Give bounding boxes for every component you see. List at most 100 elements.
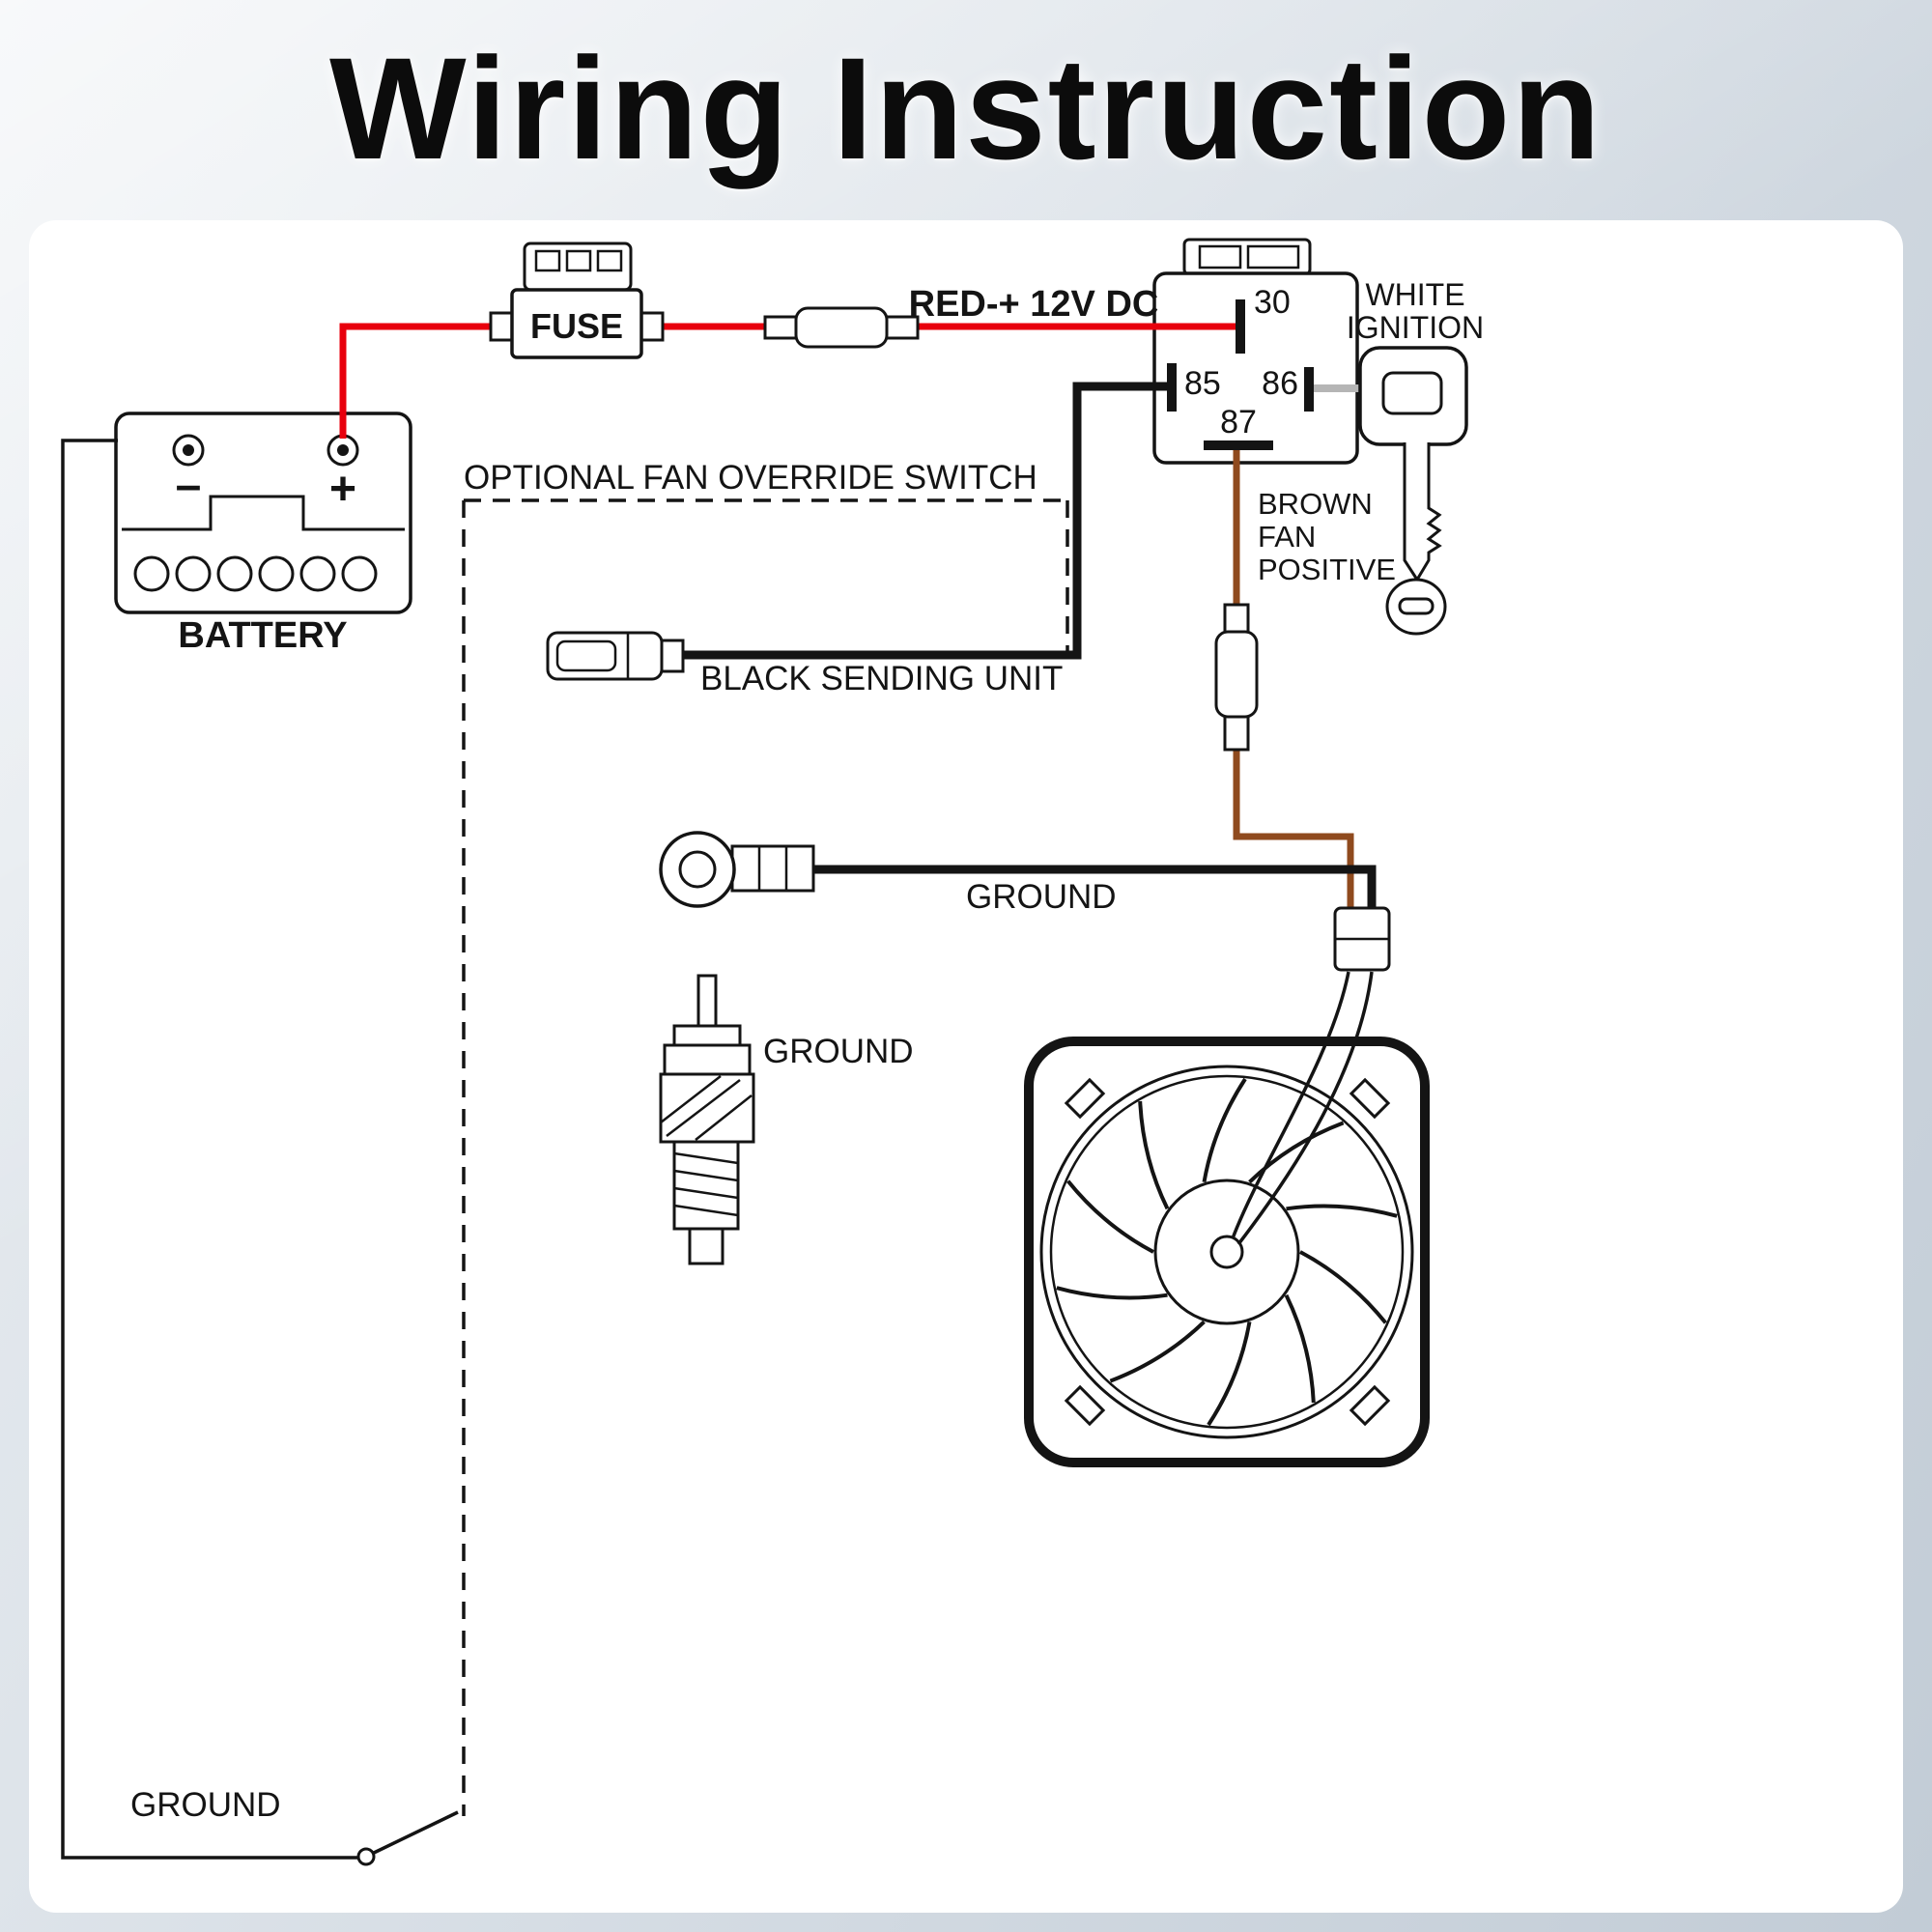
battery-cell-cap xyxy=(341,555,378,592)
fan-motor-lead xyxy=(1236,971,1374,1246)
relay-top-tab xyxy=(1246,244,1300,270)
battery-divider xyxy=(122,495,405,531)
fuse-cap-slot xyxy=(565,249,592,272)
battery-minus-label: – xyxy=(176,460,202,511)
fan-blade xyxy=(1248,1121,1345,1184)
ignition-key xyxy=(1358,346,1468,636)
relay-pin-30 xyxy=(1236,299,1245,354)
ground-thermostat-label: GROUND xyxy=(763,1033,914,1070)
fuse-label: FUSE xyxy=(530,306,623,346)
brown-butt-connector xyxy=(1214,603,1259,752)
switch-contact xyxy=(356,1847,376,1866)
battery-cell-cap xyxy=(258,555,295,592)
relay-pin-30-label: 30 xyxy=(1254,284,1291,321)
brown-label-line3: POSITIVE xyxy=(1258,553,1396,586)
battery: – + xyxy=(114,412,412,614)
thermostat-hatch xyxy=(666,1079,741,1137)
fan-blade xyxy=(1109,1320,1206,1383)
spade-crimp xyxy=(660,639,685,673)
battery-cell-cap xyxy=(216,555,253,592)
red-wire-label: RED-+ 12V DC xyxy=(909,284,1159,325)
connector-end xyxy=(1223,713,1250,752)
diagram-labels: RED-+ 12V DC WHITE IGNITION BROWN FAN PO… xyxy=(130,277,1484,1824)
relay-top-tab xyxy=(1198,244,1242,270)
ignition-label-line1: WHITE xyxy=(1365,277,1464,312)
battery-cell-cap xyxy=(299,555,336,592)
fan-mount-tab xyxy=(1349,1384,1391,1427)
fan-blade xyxy=(1202,1077,1247,1183)
relay-pin-85 xyxy=(1167,363,1177,412)
connector-end xyxy=(1223,603,1250,636)
connector-barrel xyxy=(794,306,889,349)
connector-barrel xyxy=(1214,630,1259,719)
battery-negative-post-center xyxy=(183,444,194,456)
sending-unit-label: BLACK SENDING UNIT xyxy=(700,660,1063,697)
thermostat-thread xyxy=(673,1151,739,1165)
ground-ring-label: GROUND xyxy=(966,878,1117,916)
fan-mount-tab xyxy=(1349,1077,1391,1120)
thermostat-collar xyxy=(672,1024,742,1047)
fuse-cap-slot xyxy=(534,249,561,272)
key-cylinder-slot xyxy=(1398,597,1435,615)
fan-blades xyxy=(1056,1077,1398,1427)
fan-ring-inner xyxy=(1049,1074,1405,1430)
fuse-cap-slot xyxy=(596,249,623,272)
fan-hub-center xyxy=(1209,1235,1244,1269)
relay-pin-86 xyxy=(1304,367,1314,412)
brown-label-line2: FAN xyxy=(1258,520,1316,554)
fan xyxy=(1024,906,1430,1467)
battery-label: BATTERY xyxy=(178,615,347,656)
thermostat-tip xyxy=(688,1227,724,1265)
relay-body xyxy=(1152,271,1359,465)
fan-blade xyxy=(1056,1286,1168,1300)
fuse-right-terminal xyxy=(638,311,665,342)
thermostat-switch xyxy=(659,974,755,1265)
ground-battery-label: GROUND xyxy=(130,1786,281,1824)
fan-mount-tab xyxy=(1064,1384,1106,1427)
fuse-body xyxy=(510,288,643,359)
fan-blade xyxy=(1138,1100,1170,1210)
thermostat-thread xyxy=(673,1169,739,1182)
relay-pin-85-label: 85 xyxy=(1184,365,1221,402)
thermostat-hatch xyxy=(660,1075,722,1123)
ignition-label-line2: IGNITION xyxy=(1347,310,1484,345)
spade-inner xyxy=(555,639,617,672)
fuse: FUSE xyxy=(489,242,665,359)
connector-end xyxy=(763,315,800,340)
battery-cell-cap xyxy=(175,555,212,592)
ring-eyelet-hole xyxy=(678,850,717,889)
red-butt-connector xyxy=(763,306,920,349)
relay xyxy=(1152,238,1359,465)
diagram-panel: – + FUSE xyxy=(29,220,1903,1913)
switch-lever xyxy=(373,1810,459,1855)
spade-connector xyxy=(546,631,685,681)
thermostat-nut xyxy=(663,1043,752,1076)
ring-terminal xyxy=(659,831,815,908)
override-label: OPTIONAL FAN OVERRIDE SWITCH xyxy=(464,459,1037,497)
override-switch xyxy=(356,1810,459,1866)
thermostat-pin xyxy=(696,974,718,1028)
sending-unit-wire xyxy=(680,382,1172,660)
key-head-slot xyxy=(1381,371,1443,415)
thermostat-thread xyxy=(673,1204,739,1217)
wires xyxy=(61,323,1377,1860)
brown-label-line1: BROWN xyxy=(1258,487,1373,521)
page-title: Wiring Instruction xyxy=(329,27,1603,189)
fan-blade xyxy=(1066,1179,1154,1254)
fan-blade xyxy=(1299,1250,1387,1324)
relay-pins: 30 85 86 87 xyxy=(1167,284,1314,450)
relay-pin-87-label: 87 xyxy=(1220,404,1257,440)
fan-blade xyxy=(1286,1204,1398,1218)
battery-positive-post-center xyxy=(337,444,349,456)
fan-mount-tab xyxy=(1064,1077,1106,1120)
battery-ground-wire xyxy=(61,439,357,1860)
key-shaft xyxy=(1403,442,1442,582)
battery-plus-label: + xyxy=(329,464,356,515)
fan-blade xyxy=(1284,1293,1316,1404)
fan-motor-lead xyxy=(1231,971,1350,1239)
fan-ground-wire xyxy=(811,865,1377,912)
thermostat-thread xyxy=(673,1186,739,1200)
fan-blade xyxy=(1207,1321,1252,1427)
relay-pin-87 xyxy=(1204,440,1273,450)
wiring-diagram: – + FUSE xyxy=(61,238,1484,1866)
